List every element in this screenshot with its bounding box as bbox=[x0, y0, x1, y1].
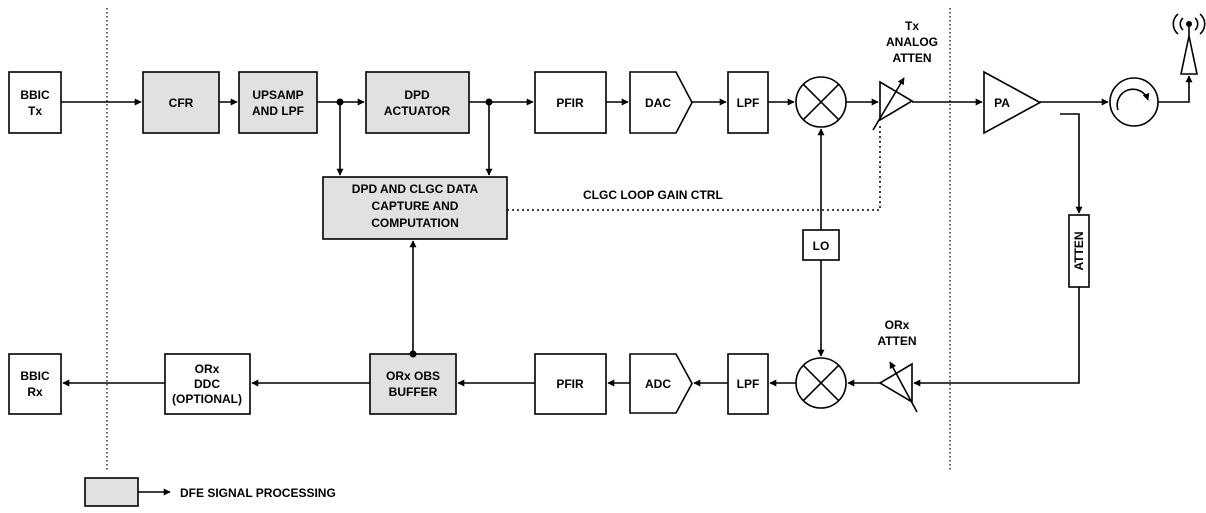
atten-block: ATTEN bbox=[1068, 214, 1090, 288]
svg-text:LPF: LPF bbox=[737, 377, 760, 391]
svg-text:BUFFER: BUFFER bbox=[389, 385, 438, 399]
svg-text:ANALOG: ANALOG bbox=[886, 35, 938, 49]
svg-text:(OPTIONAL): (OPTIONAL) bbox=[172, 392, 242, 406]
lo-block: LO bbox=[802, 229, 840, 261]
adc-block: ADC bbox=[629, 353, 693, 414]
lpf-rx-block: LPF bbox=[727, 353, 769, 415]
cfr-block: CFR bbox=[142, 71, 220, 134]
antenna-icon bbox=[1172, 13, 1206, 75]
svg-text:ORx: ORx bbox=[195, 362, 220, 376]
svg-text:Rx: Rx bbox=[27, 385, 43, 399]
capture-computation-block: DPD AND CLGC DATA CAPTURE AND COMPUTATIO… bbox=[322, 176, 508, 240]
svg-text:AND LPF: AND LPF bbox=[252, 104, 304, 118]
svg-text:ACTUATOR: ACTUATOR bbox=[384, 104, 451, 118]
svg-text:UPSAMP: UPSAMP bbox=[252, 88, 303, 102]
svg-text:ORx: ORx bbox=[885, 318, 910, 332]
pfir-tx-block: PFIR bbox=[534, 71, 607, 134]
svg-text:CFR: CFR bbox=[169, 96, 194, 110]
orx-atten-amplifier: ORx ATTEN bbox=[877, 318, 918, 413]
svg-text:Tx: Tx bbox=[28, 104, 42, 118]
svg-text:BBIC: BBIC bbox=[20, 369, 50, 383]
svg-text:ATTEN: ATTEN bbox=[1072, 231, 1086, 270]
svg-text:COMPUTATION: COMPUTATION bbox=[371, 216, 459, 230]
mixer-tx bbox=[795, 76, 847, 128]
upsamp-lpf-block: UPSAMP AND LPF bbox=[238, 71, 318, 134]
svg-text:DAC: DAC bbox=[645, 96, 671, 110]
svg-text:LPF: LPF bbox=[737, 96, 760, 110]
svg-text:LO: LO bbox=[813, 239, 830, 253]
legend-label: DFE SIGNAL PROCESSING bbox=[180, 486, 336, 500]
orx-obs-buffer-block: ORx OBS BUFFER bbox=[369, 353, 457, 415]
svg-text:BBIC: BBIC bbox=[20, 88, 50, 102]
svg-text:PA: PA bbox=[994, 96, 1010, 110]
bbic-rx-block: BBIC Rx bbox=[8, 353, 62, 415]
dac-block: DAC bbox=[629, 71, 693, 134]
bbic-tx-block: BBIC Tx bbox=[8, 71, 62, 134]
svg-text:DPD: DPD bbox=[404, 88, 430, 102]
dpd-actuator-block: DPD ACTUATOR bbox=[365, 71, 470, 134]
svg-text:ORx OBS: ORx OBS bbox=[386, 369, 440, 383]
svg-text:ATTEN: ATTEN bbox=[892, 51, 931, 65]
circulator-icon bbox=[1109, 77, 1159, 127]
svg-text:PFIR: PFIR bbox=[556, 377, 584, 391]
svg-text:ATTEN: ATTEN bbox=[877, 334, 916, 348]
svg-text:Tx: Tx bbox=[905, 19, 919, 33]
svg-text:PFIR: PFIR bbox=[556, 96, 584, 110]
clgc-loop-gain-label: CLGC LOOP GAIN CTRL bbox=[583, 188, 723, 202]
svg-text:CAPTURE AND: CAPTURE AND bbox=[372, 199, 459, 213]
pa-block: PA bbox=[983, 70, 1042, 135]
svg-text:DPD AND CLGC DATA: DPD AND CLGC DATA bbox=[352, 182, 479, 196]
legend: DFE SIGNAL PROCESSING bbox=[84, 477, 336, 507]
svg-text:ADC: ADC bbox=[645, 377, 671, 391]
tx-atten-amplifier: Tx ANALOG ATTEN bbox=[872, 19, 938, 131]
legend-swatch bbox=[84, 477, 139, 507]
orx-ddc-block: ORx DDC (OPTIONAL) bbox=[164, 353, 251, 415]
svg-text:DDC: DDC bbox=[194, 377, 220, 391]
signal-wires bbox=[61, 75, 1193, 387]
pfir-rx-block: PFIR bbox=[534, 353, 607, 415]
lpf-tx-block: LPF bbox=[727, 71, 769, 134]
mixer-rx bbox=[795, 357, 847, 409]
